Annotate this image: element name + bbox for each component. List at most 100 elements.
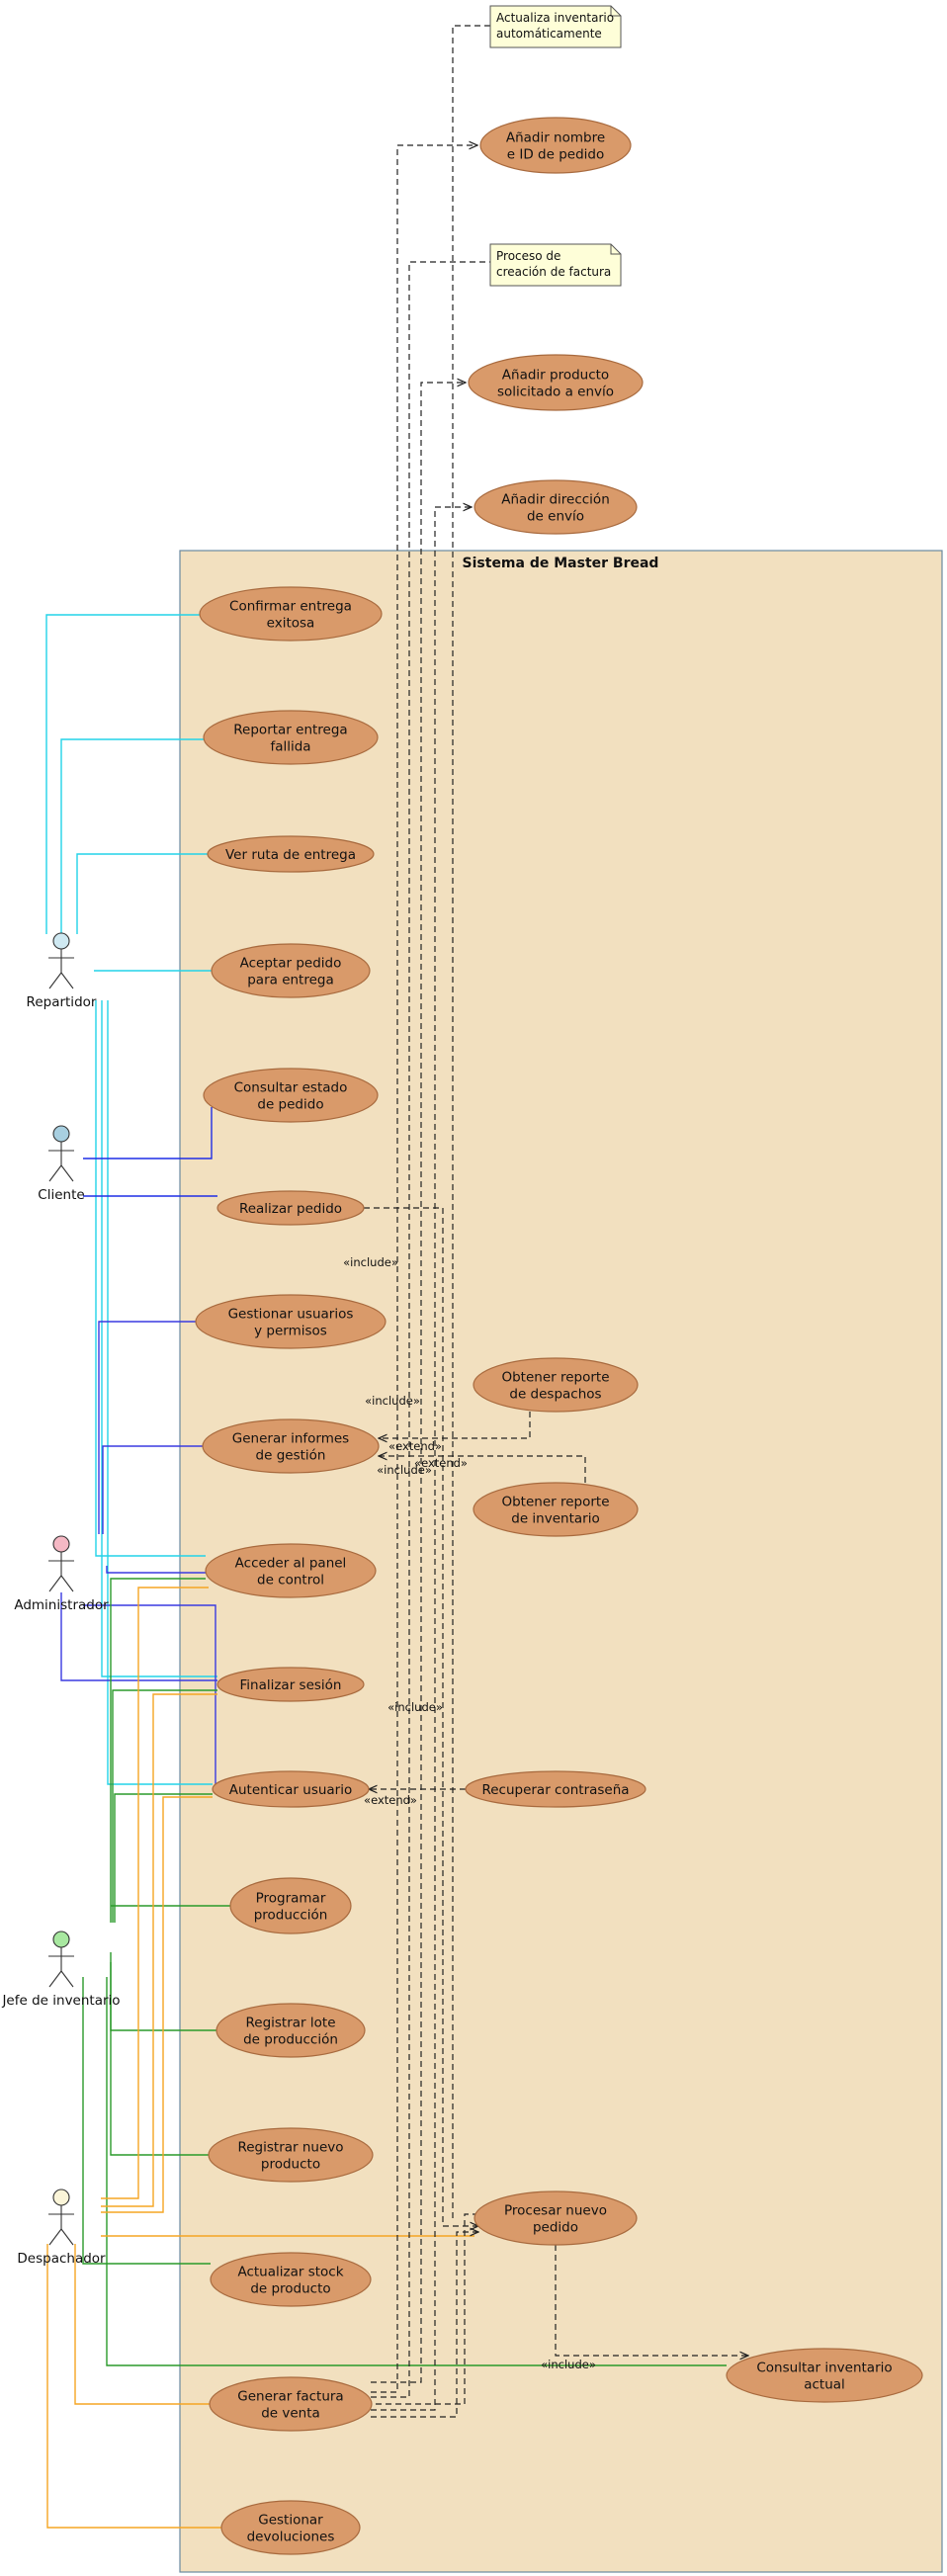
association-line-administrador [83, 1604, 216, 1784]
actor-administrador[interactable]: Administrador [14, 1535, 109, 1613]
uc-autenticar[interactable]: Autenticar usuario [212, 1770, 370, 1808]
actor-cliente[interactable]: Cliente [38, 1125, 85, 1203]
dependency-line [371, 383, 466, 2383]
use-case-ellipse[interactable] [212, 1770, 370, 1808]
use-case-ellipse[interactable] [209, 2376, 373, 2432]
stereotype-label: «extend» [388, 1439, 442, 1453]
use-case-label: de producto [250, 2281, 330, 2297]
actor-label: Repartidor [27, 994, 97, 1010]
association-line-jefe [110, 1962, 209, 2156]
use-case-ellipse[interactable] [210, 2252, 372, 2307]
stereotype-label: «extend» [414, 1456, 468, 1470]
use-case-ellipse[interactable] [474, 479, 638, 535]
use-case-ellipse[interactable] [229, 1877, 352, 1934]
uc-ver-ruta[interactable]: Ver ruta de entrega [207, 835, 375, 873]
use-case-label: Añadir nombre [506, 130, 605, 146]
dependency-line [452, 25, 490, 2218]
use-case-label: Reportar entrega [233, 723, 347, 738]
use-case-ellipse[interactable] [465, 1770, 646, 1808]
stereotype-label: «include» [377, 1463, 432, 1477]
use-case-ellipse[interactable] [207, 835, 375, 873]
actor-despachador[interactable]: Despachador [17, 2189, 106, 2267]
uc-realizar-pedido[interactable]: Realizar pedido [216, 1190, 365, 1226]
use-case-label: Recuperar contraseña [481, 1782, 629, 1798]
use-case-label: Obtener reporte [501, 1370, 609, 1386]
use-case-label: fallida [270, 739, 310, 755]
use-case-ellipse[interactable] [211, 943, 371, 998]
uc-recuperar[interactable]: Recuperar contraseña [465, 1770, 646, 1808]
use-case-ellipse[interactable] [205, 1543, 377, 1598]
use-case-ellipse[interactable] [216, 1667, 365, 1702]
association-line-administrador [98, 1321, 196, 1534]
use-case-label: Finalizar sesión [239, 1677, 341, 1693]
association-line-repartidor [95, 1000, 206, 1557]
association-line-jefe [114, 1793, 213, 1923]
use-case-label: e ID de pedido [507, 147, 604, 163]
actor-head-icon [52, 2189, 70, 2206]
use-case-label: y permisos [254, 1324, 327, 1339]
use-case-ellipse[interactable] [203, 1068, 379, 1123]
use-case-label: de pedido [257, 1097, 323, 1113]
actor-label: Administrador [14, 1597, 109, 1613]
use-case-ellipse[interactable] [195, 1294, 387, 1349]
association-line-despachador [101, 1587, 209, 2199]
use-case-ellipse[interactable] [199, 586, 383, 642]
use-case-ellipse[interactable] [473, 1482, 639, 1537]
use-case-ellipse[interactable] [726, 2348, 923, 2403]
use-case-ellipse[interactable] [208, 2127, 374, 2183]
use-case-label: Generar informes [232, 1431, 349, 1447]
association-line-jefe [110, 1578, 206, 1923]
use-case-label: Gestionar usuarios [228, 1307, 354, 1323]
use-case-ellipse[interactable] [473, 1357, 639, 1413]
use-case-ellipse[interactable] [474, 2190, 638, 2246]
actor-label: Despachador [17, 2251, 106, 2267]
use-case-label: Añadir dirección [501, 492, 610, 508]
use-case-label: de venta [261, 2406, 320, 2422]
dependency-line [555, 2245, 748, 2356]
association-line-repartidor [101, 1000, 217, 1677]
use-case-label: Realizar pedido [239, 1201, 342, 1217]
actor-jefe[interactable]: Jefe de inventario [1, 1931, 121, 2009]
actor-head-icon [52, 1535, 70, 1553]
use-case-ellipse[interactable] [220, 2500, 361, 2555]
use-case-ellipse[interactable] [215, 2003, 366, 2058]
use-case-label: Registrar nuevo [237, 2140, 343, 2156]
use-case-ellipse[interactable] [468, 354, 644, 411]
dependency-line [371, 2232, 478, 2418]
use-case-label: Generar factura [237, 2389, 343, 2405]
uc-finalizar-sesion[interactable]: Finalizar sesión [216, 1667, 365, 1702]
use-case-label: Procesar nuevo [504, 2203, 607, 2219]
stereotype-label: «include» [541, 2358, 596, 2371]
actor-label: Cliente [38, 1187, 84, 1203]
note-text: creación de factura [496, 265, 611, 279]
use-case-label: Confirmar entrega [229, 599, 352, 615]
use-case-ellipse[interactable] [479, 117, 632, 174]
actor-repartidor[interactable]: Repartidor [27, 932, 97, 1010]
use-case-ellipse[interactable] [202, 1418, 380, 1474]
use-case-label: de gestión [256, 1448, 326, 1464]
use-case-ellipse[interactable] [216, 1190, 365, 1226]
use-case-label: de producción [243, 2032, 338, 2048]
use-case-ellipse[interactable] [203, 710, 379, 765]
